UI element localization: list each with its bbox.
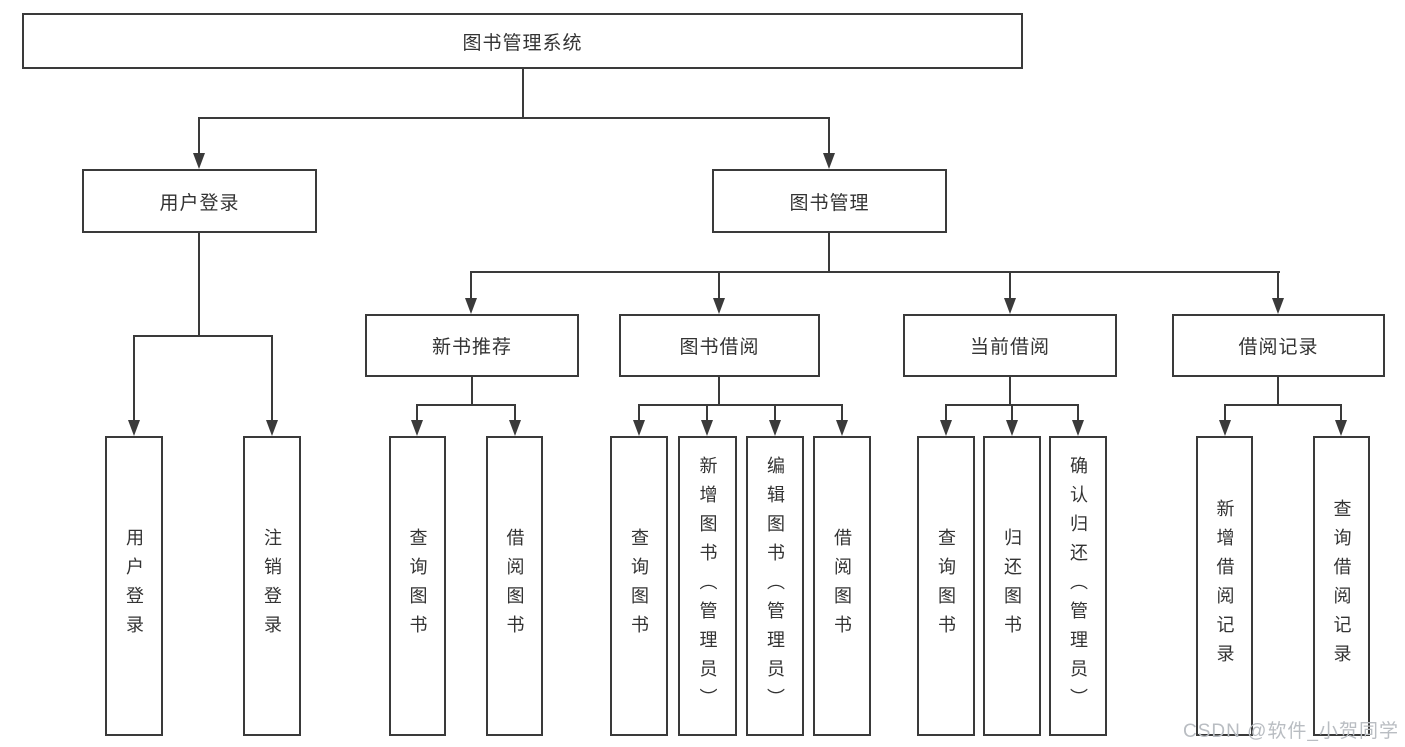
node-nb-query-books: 查询图书 [389,436,446,736]
arrow-down-icon [266,420,278,436]
node-bb-add-books-admin: 新增图书（管理员） [678,436,737,736]
connector-line [828,233,830,272]
connector-line [133,335,273,337]
connector-line [522,69,524,118]
connector-line [638,405,640,421]
connector-line [133,336,135,421]
arrow-down-icon [701,420,713,436]
connector-line [416,404,516,406]
node-bb-borrow-books: 借阅图书 [813,436,871,736]
node-br-query-record: 查询借阅记录 [1313,436,1370,736]
arrow-down-icon [769,420,781,436]
connector-line [1224,405,1226,421]
arrow-down-icon [1006,420,1018,436]
connector-line [841,405,843,421]
watermark-csdn: CSDN @软件_小贺同学 [1183,721,1399,742]
arrow-down-icon [940,420,952,436]
connector-line [1340,405,1342,421]
node-label: 归还图书 [1002,528,1022,644]
connector-line [1077,405,1079,421]
node-book-borrowing: 图书借阅 [619,314,820,377]
node-current-borrowing: 当前借阅 [903,314,1117,377]
node-cb-query-books: 查询图书 [917,436,975,736]
node-cb-confirm-return-admin: 确认归还（管理员） [1049,436,1107,736]
node-user-login: 用户登录 [105,436,163,736]
node-bb-edit-books-admin: 编辑图书（管理员） [746,436,804,736]
connector-line [416,405,418,421]
arrow-down-icon [1004,298,1016,314]
node-label: 借阅图书 [504,528,525,644]
connector-line [198,117,830,119]
arrow-down-icon [823,153,835,169]
node-cb-return-books: 归还图书 [983,436,1041,736]
arrow-down-icon [1272,298,1284,314]
connector-line [1224,404,1342,406]
connector-line [1277,272,1279,299]
node-label: 借阅图书 [832,528,852,644]
node-label: 查询图书 [407,528,428,644]
arrow-down-icon [836,420,848,436]
node-label: 编辑图书（管理员） [765,455,785,717]
arrow-down-icon [411,420,423,436]
node-label: 新增图书（管理员） [697,455,718,717]
node-nb-borrow-books: 借阅图书 [486,436,543,736]
connector-line [828,118,830,154]
arrow-down-icon [509,420,521,436]
connector-line [271,336,273,421]
node-label: 注销登录 [262,528,282,644]
node-book-management-system: 图书管理系统 [22,13,1023,69]
connector-line [1009,272,1011,299]
connector-line [718,377,720,405]
arrow-down-icon [193,153,205,169]
node-label: 新增借阅记录 [1214,499,1235,673]
connector-line [1277,377,1279,405]
node-logout: 注销登录 [243,436,301,736]
connector-line [470,271,1280,273]
arrow-down-icon [633,420,645,436]
arrow-down-icon [713,298,725,314]
node-label: 查询图书 [629,528,649,644]
connector-line [945,405,947,421]
node-label: 用户登录 [124,528,144,644]
connector-line [718,272,720,299]
node-user-login-module: 用户登录 [82,169,317,233]
arrow-down-icon [1072,420,1084,436]
node-label: 查询借阅记录 [1331,499,1352,673]
connector-line [514,405,516,421]
connector-line [638,404,843,406]
node-br-add-record: 新增借阅记录 [1196,436,1253,736]
connector-line [198,233,200,336]
arrow-down-icon [1335,420,1347,436]
node-label: 确认归还（管理员） [1068,455,1088,717]
connector-line [1011,405,1013,421]
connector-line [1009,377,1011,405]
arrow-down-icon [128,420,140,436]
node-borrow-records: 借阅记录 [1172,314,1385,377]
connector-line [470,272,472,299]
arrow-down-icon [465,298,477,314]
node-new-book-recommend: 新书推荐 [365,314,579,377]
node-book-management: 图书管理 [712,169,947,233]
node-bb-query-books: 查询图书 [610,436,668,736]
arrow-down-icon [1219,420,1231,436]
connector-line [198,118,200,154]
connector-line [774,405,776,421]
connector-line [706,405,708,421]
connector-line [471,377,473,405]
node-label: 查询图书 [936,528,956,644]
